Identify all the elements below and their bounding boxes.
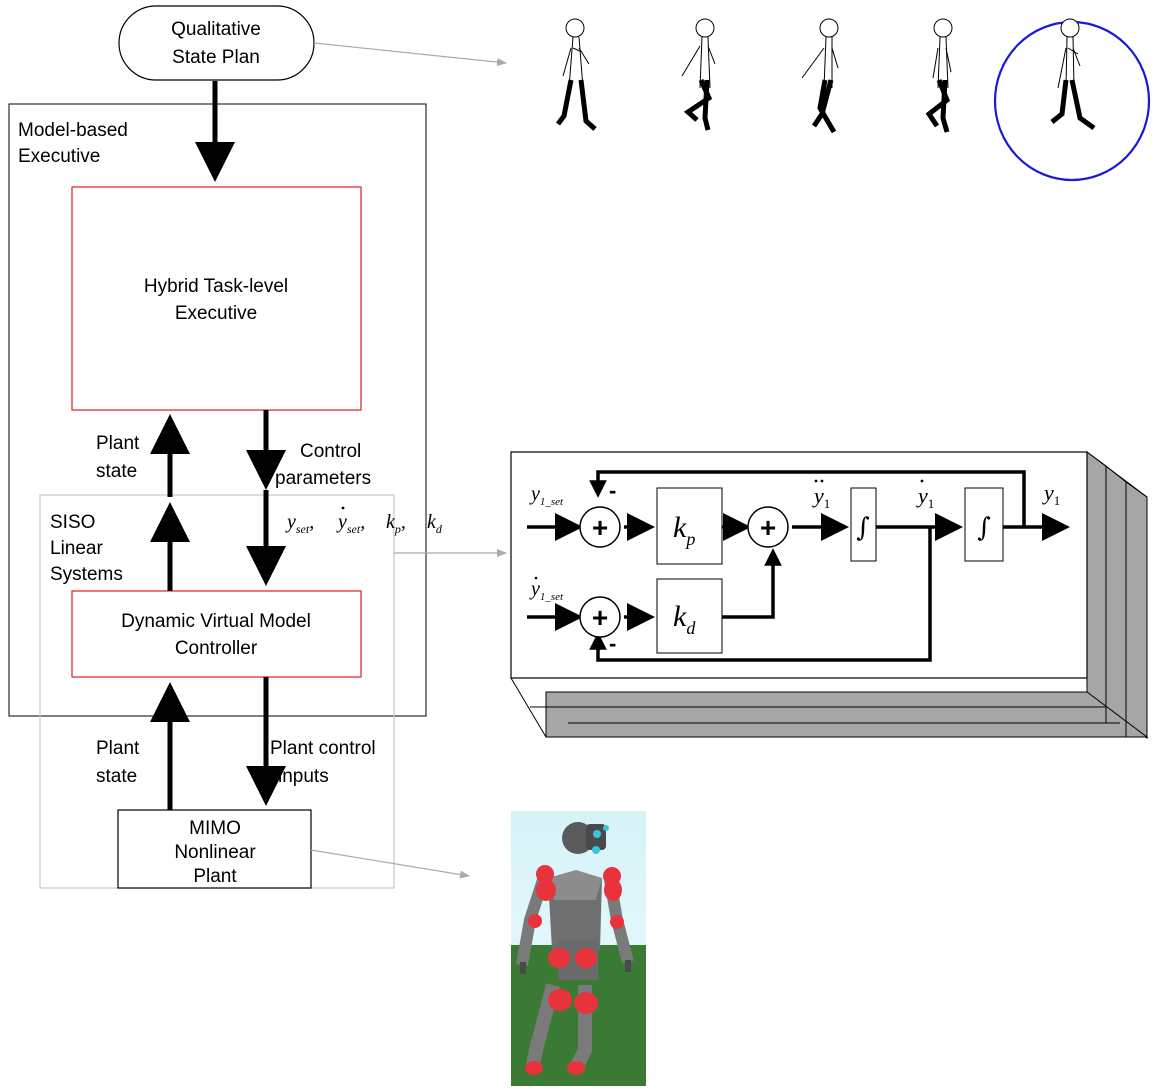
control-params-label-2: parameters <box>275 468 371 489</box>
svg-text:kp,: kp, <box>386 511 406 536</box>
plant-state-upper-label-2: state <box>96 461 137 482</box>
svg-text:-: - <box>609 631 616 656</box>
plan-pointer-arrow <box>313 42 507 67</box>
sum-junction-3 <box>579 596 621 638</box>
sum-junction-2 <box>747 506 789 548</box>
plant-state-lower-label-2: state <box>96 766 137 787</box>
highlight-circle <box>993 20 1151 182</box>
siso-label-1: SISO <box>50 512 95 533</box>
svg-text:-: - <box>609 478 616 503</box>
svg-text:+: + <box>760 512 776 543</box>
hybrid-executive-box <box>71 186 362 411</box>
kp-gain-block <box>656 487 723 565</box>
mimo-plant-box <box>117 809 312 889</box>
plan-label-2: State Plan <box>172 47 260 68</box>
dvmc-label-2: Controller <box>175 638 258 659</box>
svg-text:∫: ∫ <box>977 513 991 543</box>
kd-gain-block <box>656 578 723 654</box>
stick-figure-icon <box>925 18 953 133</box>
mimo-label-2: Nonlinear <box>174 842 256 863</box>
svg-text:kd: kd <box>673 600 696 638</box>
plant-state-upper-label-1: Plant <box>96 433 140 454</box>
signal-arrows <box>150 81 286 810</box>
svg-text:y1: y1 <box>1042 480 1060 508</box>
stick-figure-icon <box>1050 18 1096 131</box>
stick-figure-icon <box>556 18 597 131</box>
robot-render <box>511 811 646 1086</box>
svg-text:y1: y1 <box>812 483 830 511</box>
stick-figure-icon <box>801 18 839 134</box>
svg-text:y1_set: y1_set <box>529 483 564 508</box>
svg-text:y1: y1 <box>916 483 934 511</box>
plan-label-1: Qualitative <box>171 19 261 40</box>
stick-figure-icon <box>681 18 716 131</box>
plant-inputs-label-1: Plant control <box>270 738 376 759</box>
integrator-block-2 <box>964 487 1004 562</box>
svg-text:kd: kd <box>427 511 443 536</box>
siso-label-3: Systems <box>50 564 123 585</box>
svg-text:yset,: yset, <box>336 511 365 536</box>
hybrid-label-1: Hybrid Task-level <box>144 276 288 297</box>
control-params-math: yset, yset, kp, kd <box>285 506 443 536</box>
plant-inputs-label-2: inputs <box>278 766 329 787</box>
hybrid-label-2: Executive <box>175 303 257 324</box>
plant-state-lower-label-1: Plant <box>96 738 140 759</box>
walking-sequence <box>556 18 1151 182</box>
mimo-label-1: MIMO <box>189 818 241 839</box>
control-params-label-1: Control <box>300 441 361 462</box>
integrator-block-1 <box>850 487 877 562</box>
qualitative-plan-node <box>118 5 315 81</box>
svg-text:kp: kp <box>673 511 695 549</box>
block-diagram-elements: + - + + - kp kd ∫ ∫ y1_set y1_set y1 y1 … <box>529 478 1060 656</box>
svg-text:+: + <box>592 602 608 633</box>
svg-text:+: + <box>592 512 608 543</box>
plant-pointer-arrow <box>310 849 470 879</box>
dvmc-label-1: Dynamic Virtual Model <box>121 611 311 632</box>
executive-label-1: Model-based <box>18 120 128 141</box>
svg-text:y1_set: y1_set <box>529 578 564 603</box>
block-diagram-wires <box>527 470 1070 662</box>
pointer-arrows <box>310 42 507 879</box>
svg-text:yset,: yset, <box>285 511 314 536</box>
mimo-label-3: Plant <box>193 866 237 887</box>
svg-text:∫: ∫ <box>856 513 870 543</box>
sum-junction-1 <box>579 506 621 548</box>
executive-label-2: Executive <box>18 146 100 167</box>
siso-label-2: Linear <box>50 538 103 559</box>
dvmc-box <box>71 590 362 678</box>
